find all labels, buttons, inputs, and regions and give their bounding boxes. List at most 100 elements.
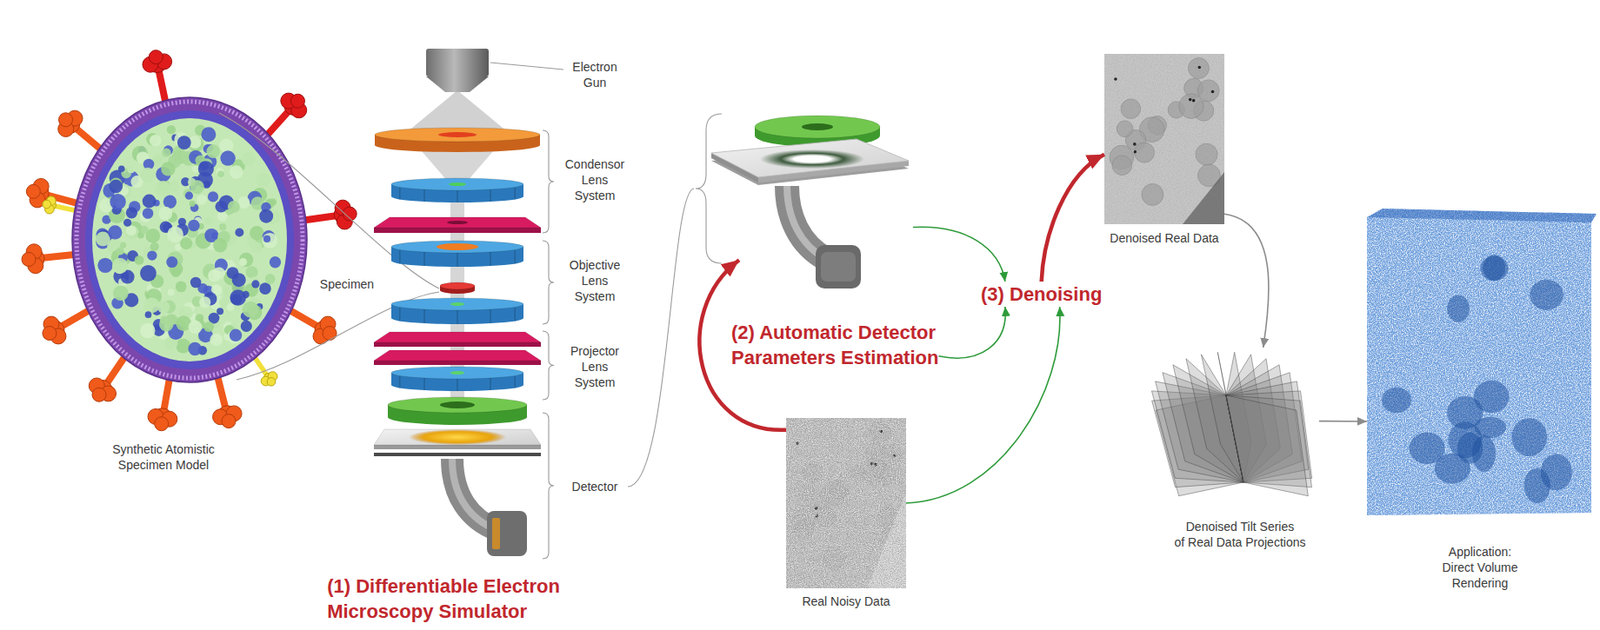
microscope-illustration <box>373 429 541 446</box>
virus-illustration <box>123 219 132 227</box>
virus-illustration <box>203 321 214 333</box>
micrograph-image <box>786 418 907 589</box>
figure-panel: Denoised Tilt Series of Real Data Projec… <box>1149 347 1320 505</box>
microscope-illustration <box>440 282 475 290</box>
virus-illustration <box>219 139 234 154</box>
virus-illustration <box>140 265 157 282</box>
virus-illustration <box>220 150 235 166</box>
virus-illustration <box>240 152 256 167</box>
part-label: Detector <box>572 479 619 495</box>
microscope-illustration <box>457 310 459 325</box>
virus-illustration <box>149 134 162 147</box>
microscope-illustration <box>399 186 400 200</box>
bracket <box>542 240 554 325</box>
micrograph-image <box>1104 53 1225 225</box>
virus-illustration <box>217 211 228 222</box>
flow-arrow <box>1041 154 1105 282</box>
microscope-illustration <box>424 309 426 324</box>
detector-illustration <box>711 115 909 289</box>
virus-illustration <box>204 216 214 226</box>
virus-illustration <box>290 93 305 108</box>
microscope-illustration <box>391 366 524 380</box>
volume-rendering <box>1511 418 1547 457</box>
virus-illustration <box>146 250 157 260</box>
virus-illustration <box>190 277 202 289</box>
virus-illustration <box>187 342 201 356</box>
detector-illustration <box>711 139 909 178</box>
microscope-illustration <box>490 189 492 202</box>
detector-illustration <box>801 123 834 131</box>
virus-illustration <box>95 232 111 247</box>
virus-illustration <box>109 193 126 210</box>
microscope-illustration <box>448 182 467 187</box>
virus-illustration <box>59 113 74 127</box>
virus-illustration <box>187 220 200 232</box>
virus-illustration <box>112 258 128 274</box>
virus-illustration <box>266 378 276 387</box>
microscope-illustration <box>457 379 459 392</box>
microscope-illustration <box>391 178 524 191</box>
microscope-illustration <box>426 48 489 77</box>
virus-illustration <box>216 307 224 315</box>
microscope-illustration <box>373 453 541 457</box>
microscope-illustration <box>424 378 426 391</box>
virus-illustration <box>206 144 220 159</box>
virus-illustration <box>85 110 294 370</box>
node-label: (3) Denoising <box>980 281 1102 307</box>
volume-rendering <box>1446 295 1470 323</box>
virus-illustration <box>107 225 122 240</box>
volume-rendering <box>1447 421 1482 458</box>
microscope-illustration <box>373 332 541 343</box>
flow-arrow <box>1319 420 1367 423</box>
microscope-illustration <box>408 429 507 446</box>
node-label: Synthetic Atomistic Specimen Model <box>112 441 215 474</box>
micrograph-image <box>786 418 907 589</box>
microscope-illustration <box>391 298 524 311</box>
flow-arrow <box>938 306 1006 359</box>
leader-line <box>627 188 694 487</box>
virus-illustration <box>263 235 271 243</box>
virus-illustration <box>21 50 357 432</box>
virus-illustration <box>251 280 260 288</box>
bracket <box>542 413 554 560</box>
volume-rendering <box>1434 453 1471 485</box>
leader-line <box>490 62 564 70</box>
part-label: Projector Lens System <box>570 343 620 391</box>
microscope-illustration <box>391 240 524 254</box>
microscope-illustration <box>373 360 541 366</box>
virus-illustration <box>166 226 184 244</box>
microscope-illustration <box>399 249 400 264</box>
node-label: (2) Automatic Detector Parameters Estima… <box>731 320 939 371</box>
microscope-illustration <box>406 90 508 133</box>
virus-illustration <box>154 417 169 432</box>
virus-illustration <box>269 199 277 207</box>
detector-illustration <box>760 149 865 169</box>
microscope-illustration <box>373 48 541 557</box>
virus-illustration <box>207 269 220 282</box>
node-label: (1) Differentiable Electron Microscopy S… <box>326 573 560 625</box>
microscope-illustration <box>492 518 500 550</box>
virus-illustration <box>126 165 134 173</box>
virus-illustration <box>239 253 254 267</box>
virus-illustration <box>229 165 243 179</box>
virus-illustration <box>200 126 216 142</box>
volume-rendering <box>1365 206 1599 519</box>
virus-illustration <box>226 303 235 312</box>
part-label: Specimen <box>320 276 374 293</box>
figure-panel: (1) Differentiable Electron Microscopy S… <box>365 43 548 566</box>
figure-panel: Synthetic Atomistic Specimen Model <box>52 52 331 418</box>
virus-illustration <box>177 135 192 150</box>
virus-illustration <box>167 288 175 296</box>
microscope-illustration <box>490 378 492 391</box>
virus-illustration <box>144 297 160 314</box>
virus-illustration <box>149 241 159 251</box>
microscope-illustration <box>457 190 459 203</box>
node-label: Denoised Tilt Series of Real Data Projec… <box>1174 519 1307 551</box>
flow-arrow <box>699 260 787 431</box>
microscope-illustration <box>446 220 468 225</box>
virus-illustration <box>239 258 247 267</box>
virus-illustration <box>259 209 274 224</box>
virus-illustration <box>42 326 57 341</box>
virus-illustration <box>190 180 205 194</box>
virus-illustration <box>154 180 172 198</box>
